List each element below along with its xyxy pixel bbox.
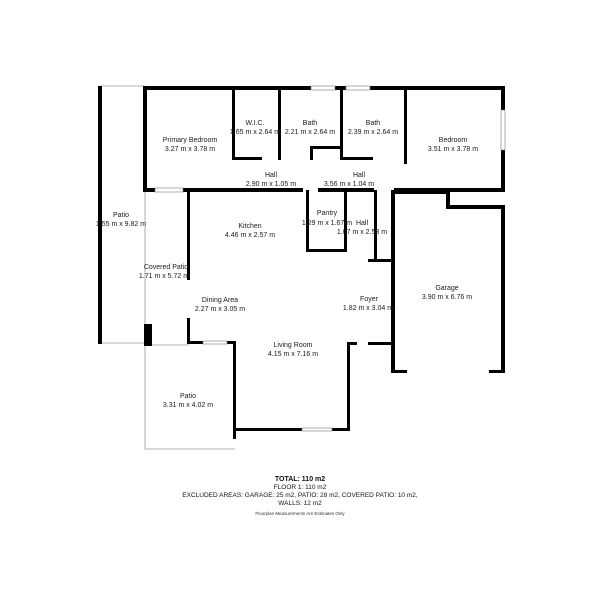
room-dims: 1.71 m x 5.72 m xyxy=(139,273,189,280)
room-dims: 3.56 m x 1.04 m xyxy=(324,181,374,188)
room-dims: 3.51 m x 3.78 m xyxy=(428,146,478,153)
room-name: Foyer xyxy=(360,296,379,303)
room-name: Patio xyxy=(180,393,196,400)
room-dims: 2.90 m x 1.05 m xyxy=(246,181,296,188)
room-dims: 1.07 m x 2.58 m xyxy=(337,229,387,236)
room-name: Kitchen xyxy=(238,223,261,230)
room-name: Covered Patio xyxy=(144,264,188,271)
room-dims: 1.65 m x 2.64 m xyxy=(230,129,280,136)
estimate-note: Floorplan Measurements Are Estimates Onl… xyxy=(255,511,345,516)
room-dims: 2.39 m x 2.64 m xyxy=(348,129,398,136)
room-dims: 2.21 m x 2.64 m xyxy=(285,129,335,136)
room-name: Pantry xyxy=(317,210,338,217)
total-area: TOTAL: 110 m2 xyxy=(274,476,326,483)
room-dims: 1.55 m x 9.82 m xyxy=(96,221,146,228)
room-dims: 3.27 m x 3.78 m xyxy=(165,146,215,153)
room-dims: 3.90 m x 6.76 m xyxy=(422,294,472,301)
room-dims: 1.29 m x 1.67 m xyxy=(302,220,352,227)
room-name: Hall xyxy=(353,172,366,179)
room-dims: 4.15 m x 7.16 m xyxy=(268,351,318,358)
floor-area: FLOOR 1: 110 m2 xyxy=(273,484,327,491)
windows xyxy=(154,85,506,432)
room-name: Hall xyxy=(265,172,278,179)
room-name: Primary Bedroom xyxy=(163,137,218,144)
room-dims: 1.82 m x 3.04 m xyxy=(343,305,393,312)
room-name: Garage xyxy=(435,285,458,292)
room-dims: 3.31 m x 4.02 m xyxy=(163,402,213,409)
room-name: Bath xyxy=(303,120,318,127)
room-name: Bedroom xyxy=(439,137,468,144)
room-name: Living Room xyxy=(274,342,313,349)
walls-area: WALLS: 12 m2 xyxy=(278,500,322,507)
room-labels: Patio 1.55 m x 9.82 m Primary Bedroom 3.… xyxy=(96,120,478,409)
room-name: Patio xyxy=(113,212,129,219)
room-dims: 2.27 m x 3.05 m xyxy=(195,306,245,313)
room-dims: 4.46 m x 2.57 m xyxy=(225,232,275,239)
room-name: Bath xyxy=(366,120,381,127)
room-name: Dining Area xyxy=(202,297,238,304)
excluded-areas: EXCLUDED AREAS: GARAGE: 25 m2, PATIO: 28… xyxy=(182,492,418,499)
room-name: Hall xyxy=(356,220,369,227)
room-name: W.I.C. xyxy=(245,120,264,127)
thin-outlines xyxy=(100,85,504,450)
